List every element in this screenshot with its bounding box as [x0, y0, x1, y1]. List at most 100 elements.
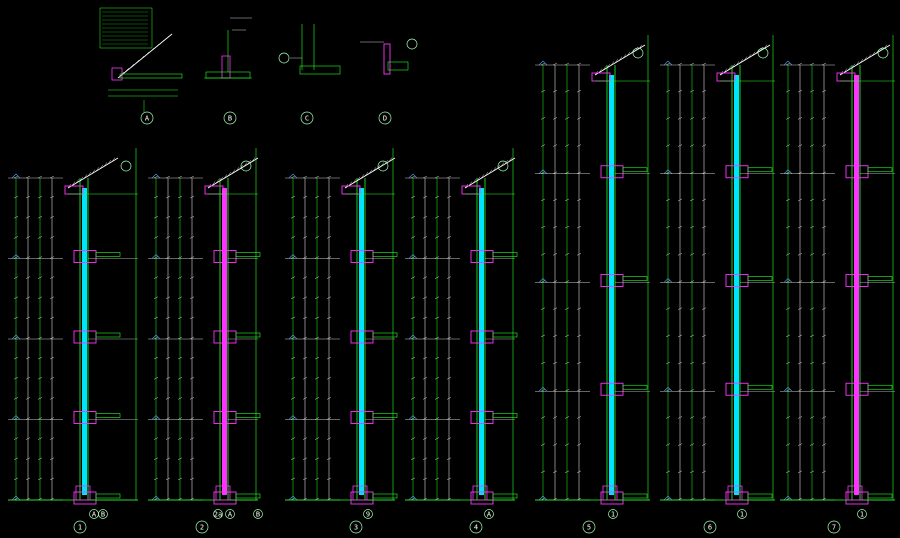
dimension-tick [326, 457, 332, 460]
dimension-tick [422, 296, 428, 299]
axis-badge: 1 [857, 509, 867, 519]
dimension-tick [153, 377, 159, 380]
level-marker [11, 495, 21, 501]
roof-hatch [223, 174, 228, 179]
detail-badge: C [300, 111, 314, 125]
dimension-tick [37, 236, 43, 239]
dimension-tick [153, 175, 159, 179]
dimension-tick [165, 457, 171, 460]
dimension-tick [314, 377, 320, 380]
roof-hatch [614, 58, 619, 64]
badge-label: B [101, 510, 105, 518]
dimension-tick [326, 377, 332, 380]
level-marker [11, 254, 21, 259]
dimension-tick [37, 397, 43, 400]
dimension-tick [326, 256, 332, 259]
dimension-tick [302, 316, 308, 320]
badge-circle [363, 509, 373, 519]
slab-extension [492, 252, 518, 257]
dimension-tick [153, 336, 159, 340]
dimension-tick [552, 416, 558, 419]
detail-jamb [383, 43, 391, 75]
dimension-tick [37, 437, 43, 440]
dimension-tick [701, 117, 707, 120]
dimension-tick [314, 336, 320, 340]
dimension-tick [153, 316, 159, 320]
facade-infill [734, 75, 739, 495]
dimension-tick [314, 276, 320, 279]
dimension-tick [189, 195, 195, 199]
dimension-tick [153, 397, 159, 400]
roof-hatch [492, 167, 497, 172]
dimension-tick [189, 417, 195, 420]
section-number-badge: 2 [195, 520, 209, 534]
dimension-tick [821, 443, 827, 446]
roof-hatch [227, 171, 232, 177]
roof-reference-circle [120, 160, 132, 172]
dimension-tick [785, 198, 791, 202]
dimension-tick [49, 296, 55, 299]
dimension-tick [13, 356, 19, 360]
dimension-tick [809, 334, 815, 338]
dimension-tick [177, 316, 183, 320]
dimension-tick [689, 90, 695, 93]
dimension-tick [290, 316, 296, 320]
dimension-tick [434, 356, 440, 360]
axis-badge: A [225, 509, 235, 519]
roof-hatch [134, 59, 140, 65]
dimension-tick [177, 256, 183, 259]
level-marker [538, 60, 548, 66]
dimension-tick [540, 416, 546, 419]
dimension-tick [177, 296, 183, 299]
roof-hatch [360, 174, 365, 179]
roof-hatch [488, 169, 493, 174]
dimension-tick [785, 416, 791, 419]
dimension-tick [13, 216, 19, 219]
dimension-tick [177, 216, 183, 219]
dimension-tick [290, 195, 296, 199]
dimension-tick [564, 144, 570, 147]
dimension-tick [552, 389, 558, 392]
dimension-tick [165, 397, 171, 400]
dimension-tick [701, 225, 707, 229]
dimension-tick [302, 296, 308, 299]
dimension-tick [314, 236, 320, 239]
roof-hatch [129, 63, 135, 69]
roof-hatch [243, 162, 248, 167]
dimension-tick [326, 356, 332, 360]
dimension-tick [13, 477, 19, 481]
roof-hatch [372, 167, 377, 172]
roof-hatch [75, 179, 80, 184]
foundation [727, 485, 743, 501]
level-marker [783, 278, 793, 283]
roof-hatch [103, 162, 108, 167]
dimension-tick [37, 276, 43, 279]
dimension-tick [25, 195, 31, 199]
dimension-tick [314, 437, 320, 440]
dimension-tick [326, 175, 332, 179]
dimension-tick [677, 470, 683, 473]
dimension-tick [797, 90, 803, 93]
level-marker [663, 495, 673, 501]
level-marker [538, 169, 548, 174]
dimension-tick [785, 470, 791, 473]
dimension-tick [49, 477, 55, 481]
dimension-tick [446, 195, 452, 199]
dimension-tick [49, 256, 55, 259]
slab-extension [372, 413, 398, 418]
roof-hatch [755, 49, 760, 54]
dimension-tick [302, 236, 308, 239]
dimension-tick [177, 417, 183, 420]
roof-hatch [164, 35, 170, 41]
dimension-tick [434, 316, 440, 320]
dimension-tick [689, 443, 695, 446]
slab-extension [747, 167, 773, 173]
dimension-tick [821, 198, 827, 202]
dimension-tick [564, 361, 570, 365]
level-marker [288, 254, 298, 259]
dimension-tick [314, 175, 320, 179]
level-marker [408, 334, 418, 340]
dimension-tick [809, 280, 815, 283]
dimension-tick [797, 416, 803, 419]
badge-label: A [228, 510, 233, 518]
